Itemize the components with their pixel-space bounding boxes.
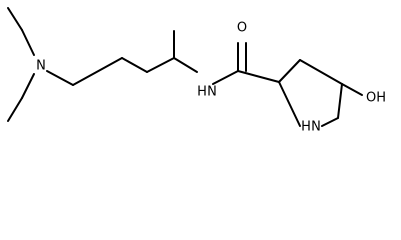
hydroxyl-label: OH [366,91,386,106]
amide-nitrogen-hydrogen-label: H [197,85,207,100]
carbonyl-oxygen-label: O [237,21,247,36]
ring-nitrogen-label: N [311,120,321,135]
chemical-structure: N H N O H N OH [7,7,386,135]
amine-nitrogen-label: N [36,59,46,74]
bond-lines [7,7,363,127]
amide-nitrogen-label: N [207,85,217,100]
ring-nitrogen-hydrogen-label: H [301,120,311,135]
